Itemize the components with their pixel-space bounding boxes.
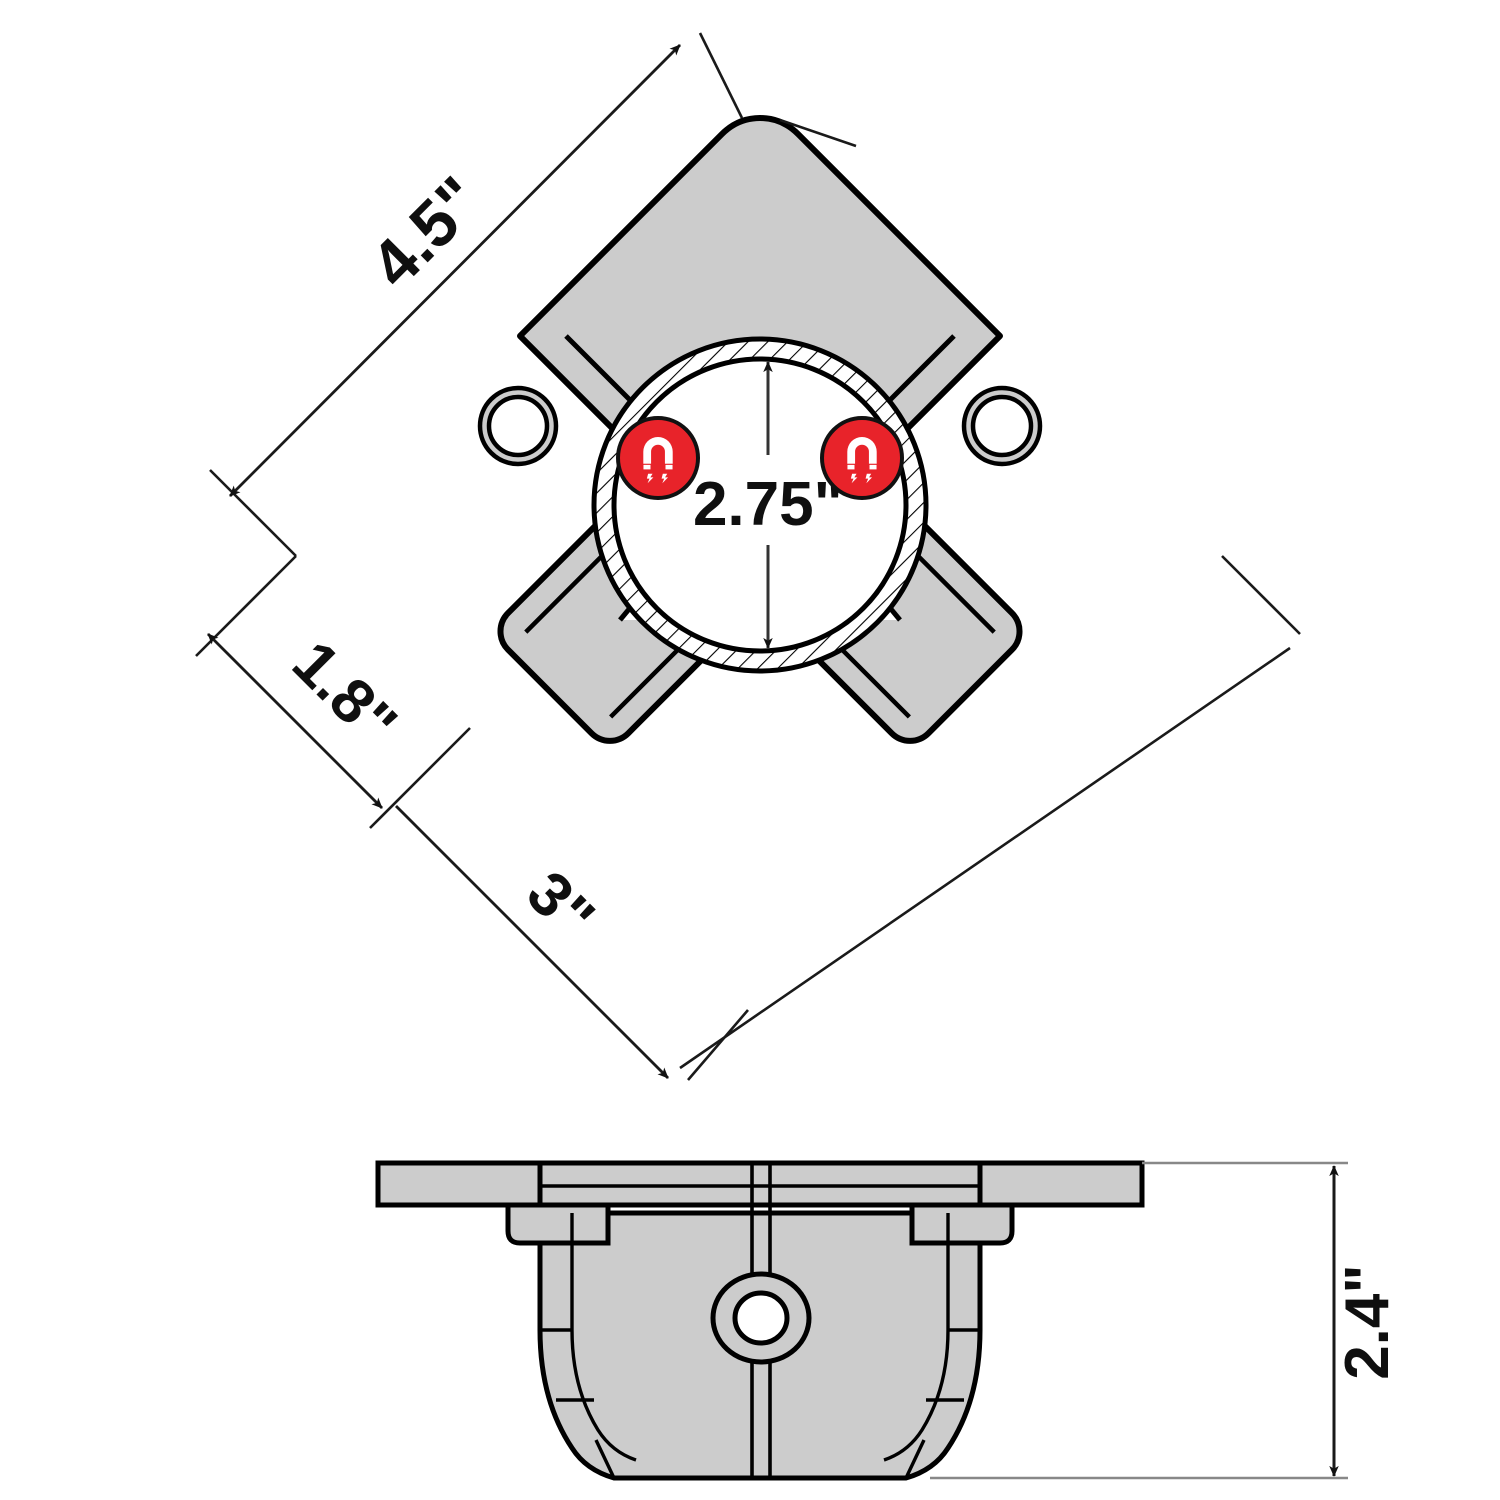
ext-top-vertex-a xyxy=(698,32,744,119)
horseshoe-magnet-icon xyxy=(846,437,878,484)
ext-right-corner xyxy=(1221,555,1301,635)
side-view-center-hole xyxy=(710,1271,812,1365)
side-center-hole-bore xyxy=(732,1290,790,1346)
mounting-hole-left-bore xyxy=(486,394,550,458)
magnet-spark-right xyxy=(865,473,873,484)
magnet-pole-left xyxy=(642,463,652,471)
magnet-badge-right xyxy=(820,416,904,500)
arm-width-dim-line xyxy=(207,633,383,809)
mounting-hole-left xyxy=(477,385,559,467)
mounting-hole-right xyxy=(961,385,1043,467)
mounting-hole-right-bore xyxy=(970,394,1034,458)
magnet-horseshoe-body xyxy=(847,437,877,465)
side-wall-line-left xyxy=(570,1213,637,1462)
side-boss-left xyxy=(505,1202,611,1246)
top-view: 2.75" xyxy=(195,32,1301,1081)
pipe-inner-circle xyxy=(611,356,909,654)
magnet-badge-left-circle xyxy=(616,416,700,500)
dimension-pipe-diameter: 2.75" xyxy=(670,361,866,649)
magnet-badge-right-circle xyxy=(820,416,904,500)
side-boss-right xyxy=(909,1202,1015,1246)
side-top-deck xyxy=(537,1160,983,1208)
pipe-outer-circle xyxy=(591,336,929,674)
ext-arm-inner-corner xyxy=(369,727,471,829)
magnet-spark-left xyxy=(850,473,858,484)
arm-length-dim-line xyxy=(395,805,669,1079)
ext-bottom-vertex xyxy=(687,1009,749,1081)
side-wall-line-right xyxy=(883,1213,950,1462)
side-bottom-chamfer-right xyxy=(904,1439,926,1479)
overall-height-label: 2.4" xyxy=(1333,1264,1402,1380)
ext-left-corner-out xyxy=(209,469,297,557)
magnet-pole-left xyxy=(846,463,856,471)
side-bottom-chamfer-left xyxy=(594,1439,616,1479)
magnet-pole-right xyxy=(868,463,878,471)
magnet-badge-left xyxy=(616,416,700,500)
dimension-overall-height: 2.4" xyxy=(930,1161,1402,1480)
overall-width-dim-line xyxy=(229,44,681,497)
envelope-lower-right-line xyxy=(679,646,1291,1070)
ext-top-vertex-b xyxy=(779,118,857,148)
magnet-pole-right xyxy=(664,463,674,471)
side-view: 2.4" xyxy=(375,1160,1402,1481)
pipe-diameter-label: 2.75" xyxy=(693,470,843,539)
